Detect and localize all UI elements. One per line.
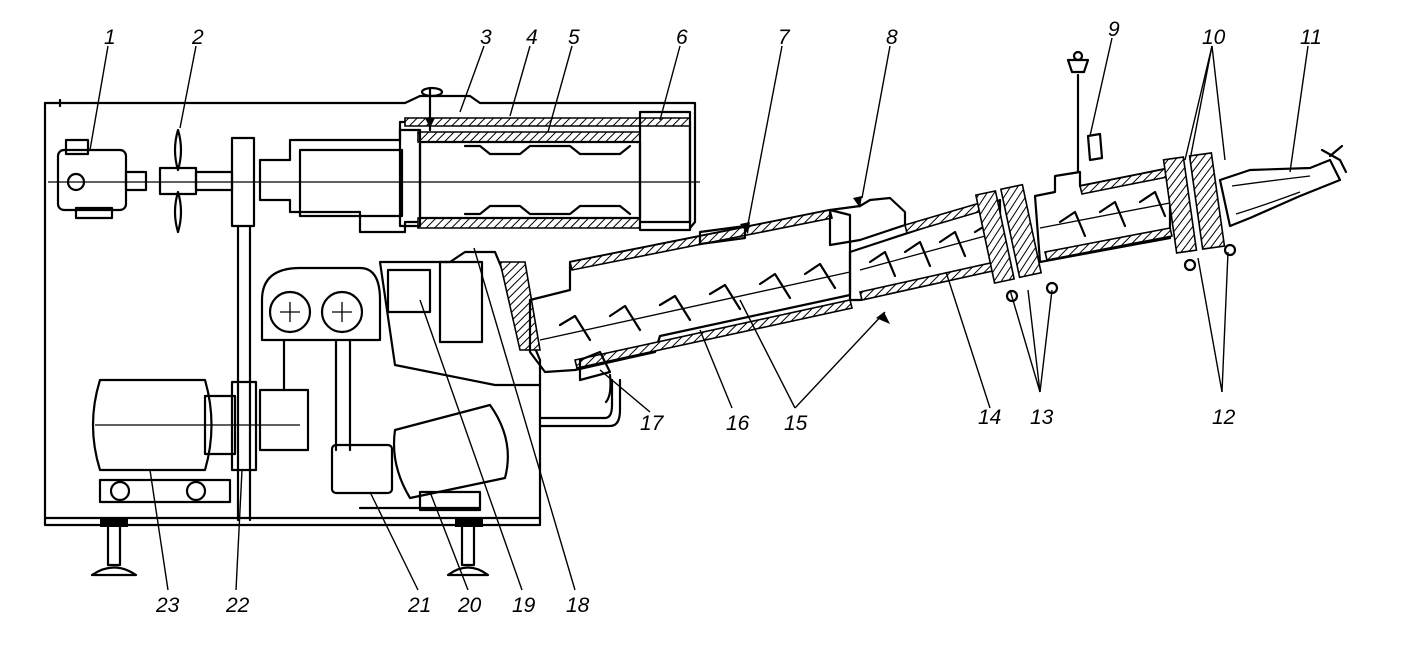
pipe-17 <box>538 378 622 428</box>
label-20: 20 <box>457 594 482 617</box>
label-21: 21 <box>407 594 431 617</box>
label-5: 5 <box>568 26 580 49</box>
label-13: 13 <box>1030 406 1054 429</box>
motor-20 <box>330 403 509 512</box>
connector-7-8 <box>698 196 907 247</box>
flange-13 <box>974 183 1059 303</box>
head-flange-10-12 <box>1162 152 1237 272</box>
support-leg-left <box>90 518 138 577</box>
label-15: 15 <box>784 412 808 435</box>
label-1: 1 <box>104 26 116 49</box>
label-9: 9 <box>1108 18 1120 41</box>
part-labels: 1 2 3 4 5 6 7 8 9 10 11 12 13 14 15 16 1… <box>104 18 1322 617</box>
label-12: 12 <box>1212 406 1236 429</box>
gear-unit-18-19 <box>378 250 542 387</box>
label-22: 22 <box>225 594 250 617</box>
gear-housing <box>258 266 382 452</box>
screw-barrel-16 <box>528 208 853 404</box>
cylinder-assembly <box>258 86 692 234</box>
label-17: 17 <box>640 412 665 435</box>
belt-drive-22 <box>230 136 258 522</box>
label-18: 18 <box>566 594 590 617</box>
label-16: 16 <box>726 412 750 435</box>
nozzle-11 <box>1218 144 1348 228</box>
screw-barrel-14 <box>848 198 1002 324</box>
label-4: 4 <box>526 26 538 49</box>
label-6: 6 <box>676 26 688 49</box>
leader-lines <box>89 37 1309 591</box>
label-2: 2 <box>191 26 204 49</box>
gearbox-1 <box>48 138 148 220</box>
label-14: 14 <box>978 406 1001 429</box>
motor-23 <box>91 378 300 504</box>
label-11: 11 <box>1300 26 1322 49</box>
label-19: 19 <box>512 594 536 617</box>
screw-barrel-9 <box>1033 50 1176 264</box>
label-10: 10 <box>1202 26 1226 49</box>
label-7: 7 <box>778 26 791 49</box>
label-3: 3 <box>480 26 492 49</box>
label-23: 23 <box>155 594 180 617</box>
machine-frame <box>43 94 697 527</box>
label-8: 8 <box>886 26 898 49</box>
support-leg-right <box>446 518 490 577</box>
